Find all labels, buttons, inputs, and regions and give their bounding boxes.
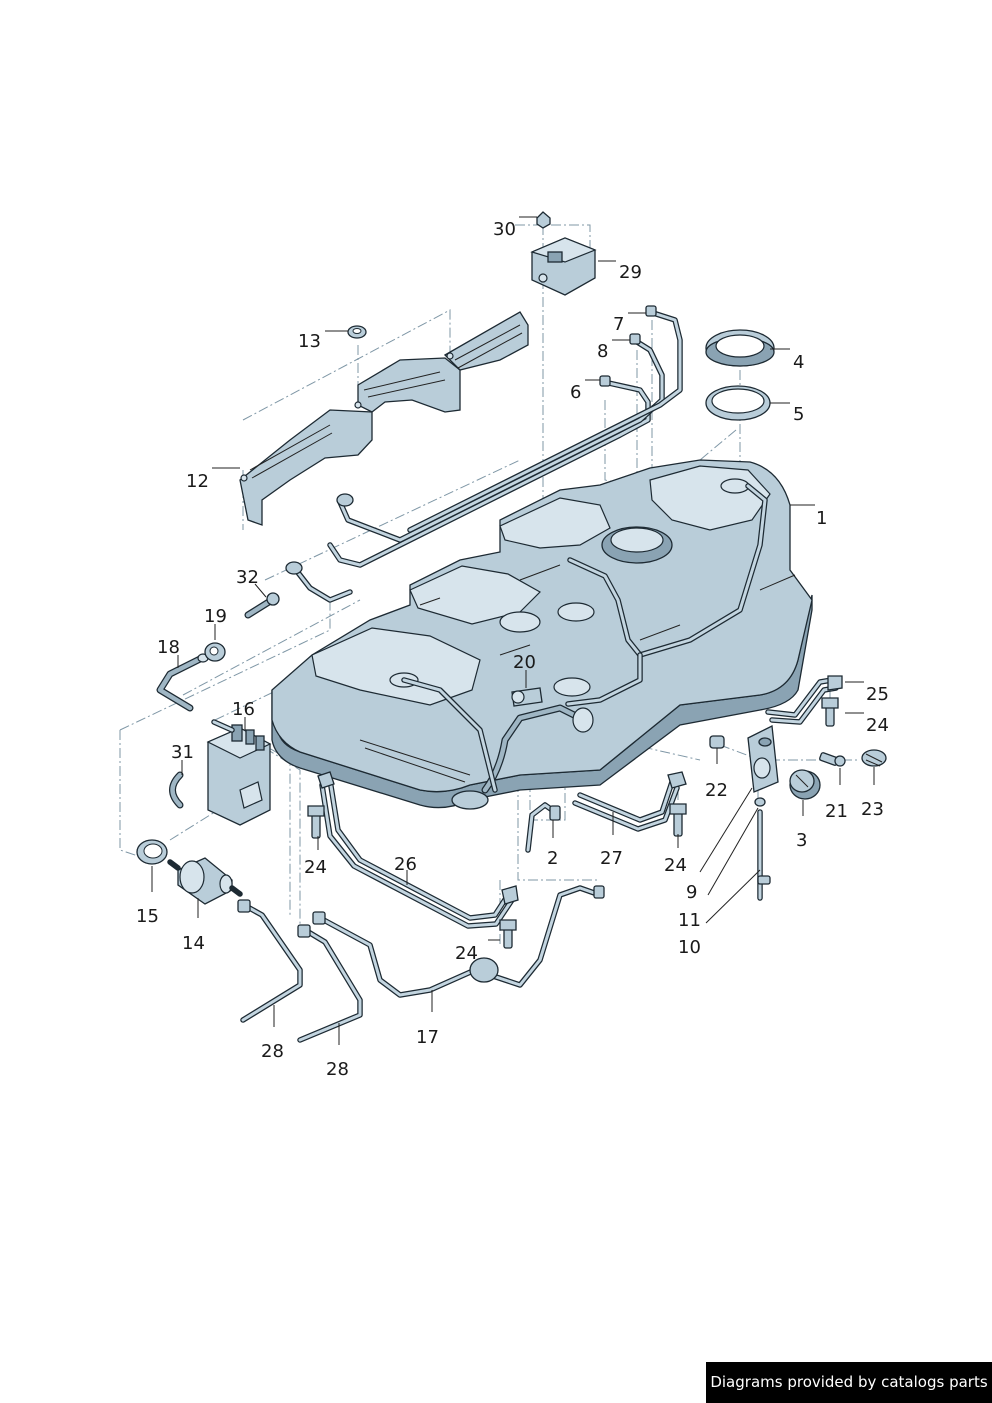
fuel-line-28b (297, 924, 363, 1043)
bracket-29 (530, 237, 597, 296)
callout-22: 22 (705, 780, 728, 801)
grommet-22 (709, 735, 725, 749)
callout-14: 14 (182, 933, 205, 954)
callout-12: 12 (186, 471, 209, 492)
callout-10: 10 (678, 937, 701, 958)
heat-shield (239, 311, 529, 526)
callout-21: 21 (825, 801, 848, 822)
bolts-24 (307, 697, 839, 949)
locking-ring-4 (705, 329, 775, 367)
clip-31 (169, 771, 184, 809)
tether-10-11 (754, 797, 771, 901)
bolt-21 (819, 752, 846, 767)
diagram-credit-footer: Diagrams provided by catalogs parts (706, 1362, 992, 1403)
callout-25: 25 (866, 684, 889, 705)
filler-housing-9 (747, 724, 779, 793)
callout-24-c: 24 (866, 715, 889, 736)
clip-32 (244, 592, 280, 619)
nut-30 (536, 211, 551, 229)
sender-wire-2 (525, 802, 561, 853)
callout-24-b: 24 (664, 855, 687, 876)
callout-24-a: 24 (304, 857, 327, 878)
callout-labels: 1 2 3 4 5 6 7 8 9 10 11 12 13 14 15 16 1… (136, 219, 889, 1080)
callout-20: 20 (513, 652, 536, 673)
leader-lines (151, 216, 875, 1045)
seal-ring-5 (705, 385, 771, 421)
callout-6: 6 (570, 382, 581, 403)
charcoal-canister (206, 719, 272, 826)
callout-23: 23 (861, 799, 884, 820)
callout-15: 15 (136, 906, 159, 927)
cap-19 (204, 642, 226, 662)
callout-5: 5 (793, 404, 804, 425)
callout-16: 16 (232, 699, 255, 720)
callout-32: 32 (236, 567, 259, 588)
grommet-13 (347, 325, 367, 339)
callout-9: 9 (686, 882, 697, 903)
tank-strap-25 (765, 675, 843, 725)
callout-27: 27 (600, 848, 623, 869)
callout-28-a: 28 (261, 1041, 284, 1062)
vent-lines (285, 305, 683, 603)
callout-24-d: 24 (455, 943, 478, 964)
fuel-line-28a (237, 899, 303, 1023)
tank-strap-26 (317, 771, 519, 929)
callout-1: 1 (816, 508, 827, 529)
callout-18: 18 (157, 637, 180, 658)
fuel-line-17 (312, 885, 605, 998)
callout-26: 26 (394, 854, 417, 875)
fuel-tank (271, 459, 813, 809)
fuel-cap-3 (789, 769, 821, 800)
callout-28-b: 28 (326, 1059, 349, 1080)
callout-8: 8 (597, 341, 608, 362)
hose-18 (156, 653, 209, 712)
screw-23 (861, 749, 887, 767)
fuel-filter-14 (167, 857, 243, 905)
filler-neck (451, 704, 594, 810)
valve-20 (511, 687, 543, 707)
callout-19: 19 (204, 606, 227, 627)
callout-4: 4 (793, 352, 804, 373)
callout-3: 3 (796, 830, 807, 851)
callout-11: 11 (678, 910, 701, 931)
callout-31: 31 (171, 742, 194, 763)
callout-29: 29 (619, 262, 642, 283)
tank-top-lines (401, 483, 768, 793)
callout-30: 30 (493, 219, 516, 240)
callout-2: 2 (547, 848, 558, 869)
callout-13: 13 (298, 331, 321, 352)
callout-17: 17 (416, 1027, 439, 1048)
hose-clamp-15 (136, 839, 168, 865)
callout-7: 7 (613, 314, 624, 335)
